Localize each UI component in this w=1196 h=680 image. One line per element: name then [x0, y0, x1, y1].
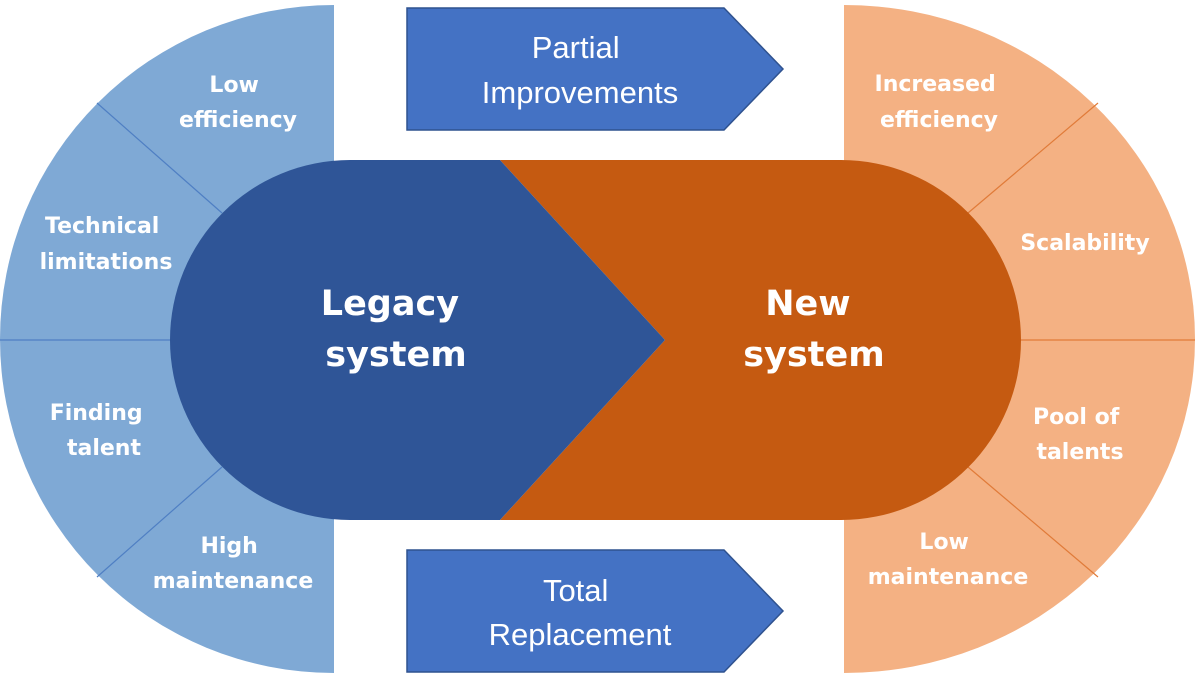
legacy-ring-shape [0, 5, 334, 673]
new-segment-label: Scalability [1020, 231, 1149, 256]
total-replacement-label: Total Replacement [489, 573, 672, 652]
legacy-ring-divider [96, 102, 223, 214]
legacy-ring [0, 5, 334, 673]
legacy-system-title: Legacy system [321, 284, 471, 375]
new-system-core [500, 160, 1021, 520]
legacy-segment-label: Finding talent [50, 401, 151, 461]
partial-improvements-label: Partial Improvements [482, 30, 678, 110]
new-system-title: New system [743, 284, 884, 375]
arrow-shape [406, 549, 785, 673]
legacy-system-core [170, 160, 665, 520]
legacy-segment-label: High maintenance [153, 534, 314, 594]
partial-improvements-arrow [406, 7, 785, 131]
new-segment-label: Pool of talents [1033, 405, 1127, 465]
new-ring-divider [967, 102, 1099, 214]
total-replacement-arrow [406, 549, 785, 673]
new-segment-label: Increased efficiency [875, 72, 1004, 133]
core-capsule [170, 160, 1021, 520]
new-segment-label: Low maintenance [868, 530, 1029, 590]
arrow-shape [406, 7, 785, 131]
legacy-segment-label: Technical limitations [40, 214, 173, 275]
legacy-segment-label: Low efficiency [179, 73, 297, 133]
new-ring-divider [967, 466, 1099, 578]
legacy-ring-divider [96, 466, 223, 578]
